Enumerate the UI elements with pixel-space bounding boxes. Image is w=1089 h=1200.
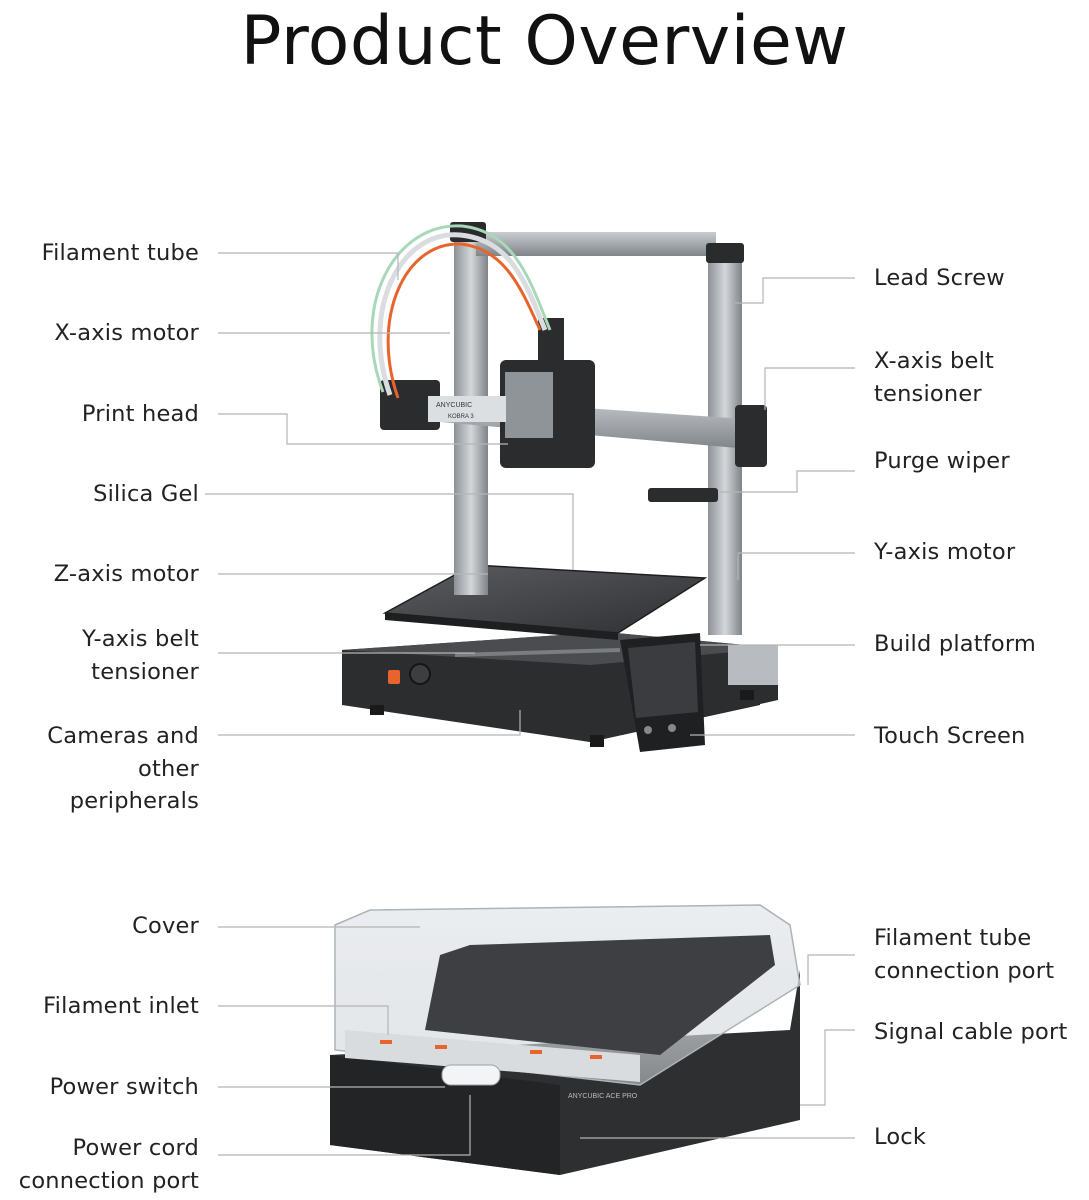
label-touch-screen: Touch Screen (874, 723, 1026, 749)
label-purge-wiper: Purge wiper (874, 448, 1010, 474)
brand-text: ANYCUBIC (436, 402, 472, 409)
label-lead-screw: Lead Screw (874, 265, 1005, 291)
label-filament-tube: Filament tube (41, 240, 199, 266)
leader-print-head (218, 413, 508, 445)
label-power-cord-port: Power cord connection port (18, 1135, 199, 1194)
filament-inlet-icon (590, 1055, 602, 1059)
spool-bay (425, 935, 775, 1055)
label-lock: Lock (874, 1124, 927, 1150)
foot (740, 690, 754, 700)
x-belt-tensioner (735, 405, 767, 467)
build-plate-edge (385, 613, 618, 640)
power-switch-icon (441, 1064, 501, 1086)
home-icon (644, 726, 652, 734)
label-power-switch: Power switch (49, 1074, 199, 1100)
leader-lead-screw (735, 277, 855, 304)
touch-screen-display (628, 642, 698, 718)
label-x-axis-motor: X-axis motor (54, 320, 199, 346)
filament-inlet-icon (530, 1050, 542, 1054)
label-y-axis-belt-tensioner: Y-axis belt tensioner (82, 626, 199, 685)
knob-icon (409, 663, 431, 685)
filament-tube (386, 242, 542, 399)
leader-y-axis-motor (737, 552, 855, 580)
top-beam (476, 232, 716, 256)
print-head-cover (505, 372, 553, 438)
base-side-panel (728, 645, 778, 685)
front-strip (345, 1030, 640, 1082)
model-text: KOBRA 3 (448, 414, 474, 420)
leader-silica-gel (205, 493, 574, 570)
printer-illustration: ANYCUBIC KOBRA 3 (342, 222, 778, 752)
label-print-head: Print head (81, 401, 199, 427)
leader-cameras (218, 710, 521, 736)
label-signal-cable-port: Signal cable port (874, 1019, 1068, 1045)
leader-signal-cable-port (800, 1029, 855, 1106)
purge-wiper (648, 488, 718, 502)
label-z-axis-motor: Z-axis motor (53, 561, 199, 587)
filament-inlet-icon (435, 1045, 447, 1049)
filament-inlet-icon (380, 1040, 392, 1044)
label-y-axis-motor: Y-axis motor (874, 539, 1016, 565)
label-filament-tube-port: Filament tube connection port (874, 925, 1055, 984)
label-silica-gel: Silica Gel (93, 481, 199, 507)
foot (590, 735, 604, 747)
leader-filament-inlet (218, 1005, 389, 1035)
ace-front (330, 1055, 560, 1175)
leader-filament-tube-port (807, 954, 855, 985)
y-rail (454, 648, 621, 657)
leader-lines (205, 252, 855, 1156)
label-cover: Cover (132, 913, 199, 939)
label-build-platform: Build platform (874, 631, 1037, 657)
leader-x-belt-tensioner (764, 367, 855, 410)
leader-purge-wiper (720, 470, 855, 493)
filament-tube (377, 232, 548, 396)
brand-plate (428, 396, 506, 422)
label-cameras-peripherals: Cameras and other peripherals (47, 723, 199, 814)
ace-brand-text: ANYCUBIC ACE PRO (568, 1093, 638, 1100)
top-cap-right (706, 243, 744, 263)
label-filament-inlet: Filament inlet (43, 993, 199, 1019)
power-button-icon (388, 670, 400, 684)
filament-tube (370, 224, 552, 393)
label-x-axis-belt-tensioner: X-axis belt tensioner (874, 348, 995, 407)
ace-pro-illustration: ANYCUBIC ACE PRO (330, 904, 801, 1175)
leader-filament-tube (218, 252, 399, 280)
foot (370, 705, 384, 715)
page-title: Product Overview (240, 2, 849, 81)
leader-power-cord-port (218, 1095, 471, 1156)
settings-icon (668, 724, 676, 732)
